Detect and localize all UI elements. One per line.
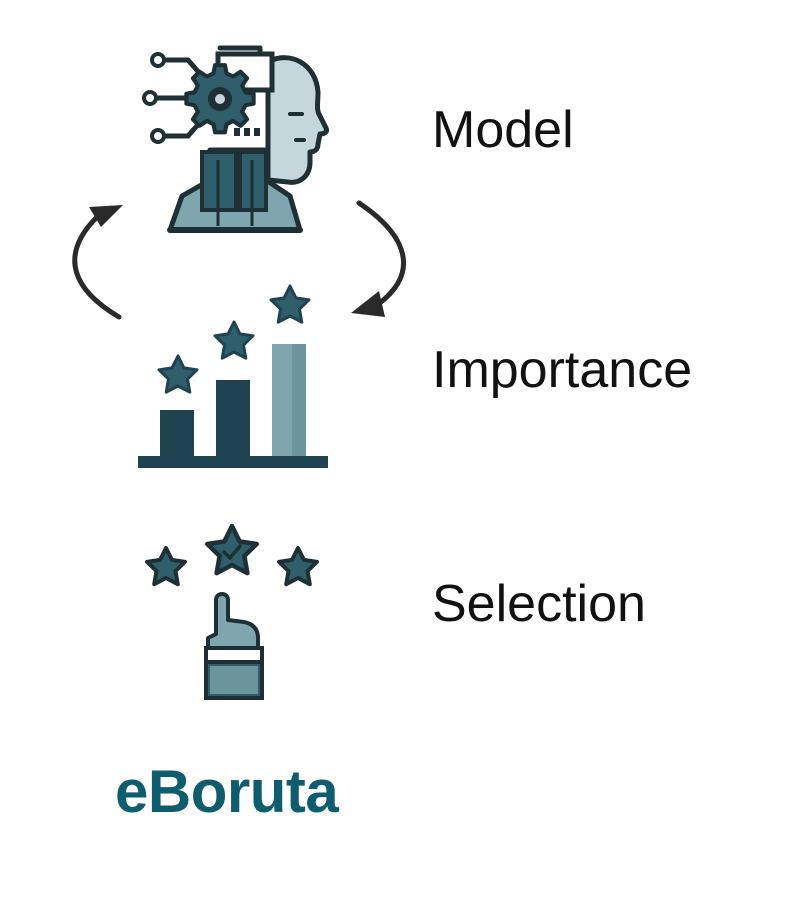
cycle-arrow-left-icon (72, 205, 123, 320)
step-label-selection: Selection (432, 575, 646, 633)
brand-title: eBoruta (115, 758, 339, 825)
bar-chart-stars-icon (138, 284, 328, 468)
step-label-model: Model (432, 101, 574, 159)
ai-head-gear-icon (142, 45, 329, 233)
hand-pick-star-icon (145, 518, 319, 700)
step-label-importance: Importance (432, 341, 693, 399)
cycle-arrow-right-icon (351, 200, 406, 317)
